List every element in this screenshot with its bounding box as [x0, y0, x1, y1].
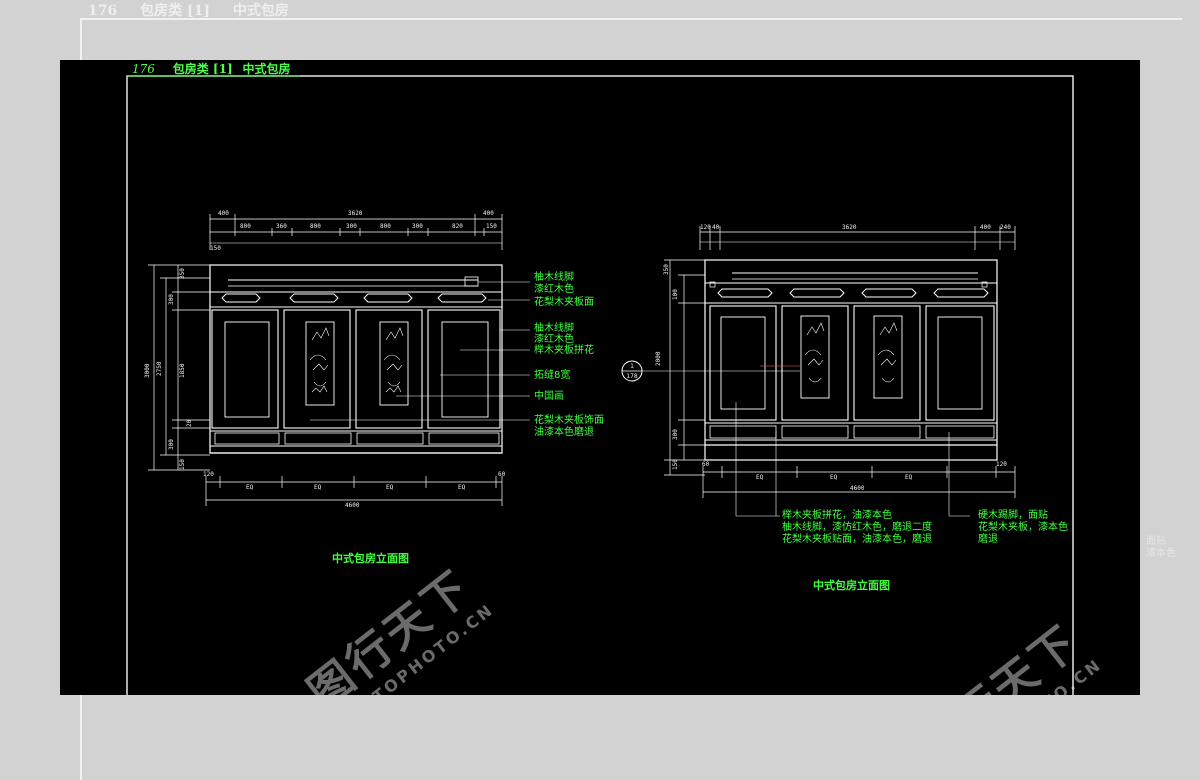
dim-text: 350 [663, 264, 670, 275]
left-elevation [148, 214, 530, 506]
dim-text: 150 [486, 223, 497, 230]
sheet-title: 中式包房 [242, 62, 291, 76]
dim-text: 300 [168, 294, 175, 305]
dim-text: EQ [905, 474, 913, 481]
elevation-drawings [126, 75, 1074, 695]
annotation-label: 柚木线脚 [534, 323, 574, 334]
dim-text: 100 [672, 289, 679, 300]
dim-text: 800 [310, 223, 321, 230]
left-elevation-caption: 中式包房立面图 [332, 552, 409, 565]
dim-text: 820 [452, 223, 463, 230]
ghost-category: 包房类 [1] [140, 3, 210, 19]
dim-text: 2750 [156, 361, 163, 376]
dim-text: 800 [380, 223, 391, 230]
sheet-header: 176 包房类 [1] 中式包房 [132, 60, 290, 77]
dim-text: 150 [672, 459, 679, 470]
page-number: 176 [132, 62, 155, 76]
dim-text: 300 [168, 439, 175, 450]
ghost-page-number: 176 [88, 3, 118, 19]
dim-text: 800 [240, 223, 251, 230]
dim-text: EQ [458, 484, 466, 491]
right-elevation-caption: 中式包房立面图 [813, 579, 890, 592]
annotation-label: 中国画 [534, 391, 564, 402]
annotation-label: 柚木线脚 [534, 272, 574, 283]
annotation-label: 漆红木色 [534, 334, 574, 345]
dim-text: 20 [186, 419, 193, 427]
dim-text: 120 [203, 471, 214, 478]
dim-text: 350 [179, 268, 186, 279]
material-note: 花梨木夹板，漆本色 [978, 522, 1068, 533]
material-note: 柚木线脚，漆仿红木色，磨退二度 [782, 522, 932, 533]
dim-text: 120 [996, 461, 1007, 468]
dim-text: 60 [498, 471, 506, 478]
dim-text: 60 [702, 461, 710, 468]
ghost-right-text: 面贴 漆本色 [1146, 536, 1176, 559]
dim-text: 300 [672, 429, 679, 440]
dim-text: 400 [980, 224, 991, 231]
dim-text: 120 [700, 224, 711, 231]
dim-text: 300 [346, 223, 357, 230]
dim-text: EQ [830, 474, 838, 481]
annotation-label: 榉木夹板拼花 [534, 345, 594, 356]
material-note: 硬木踢脚，面贴 [978, 510, 1048, 521]
dim-text: 360 [276, 223, 287, 230]
sheet-frame [126, 75, 1074, 695]
dim-text: EQ [756, 474, 764, 481]
dim-text: 400 [218, 210, 229, 217]
dim-text: 40 [712, 224, 720, 231]
dim-text: 240 [1000, 224, 1011, 231]
dim-text: 3620 [842, 224, 857, 231]
annotation-label: 花梨木夹板面 [534, 297, 594, 308]
annotation-label: 花梨木夹板饰面 [534, 415, 604, 426]
dim-text: 3000 [144, 363, 151, 378]
section-marker-number: 1 [630, 363, 634, 370]
ghost-header: 176 包房类 [1] 中式包房 [88, 0, 307, 20]
category: 包房类 [1] [172, 62, 233, 76]
annotation-label: 油漆本色磨退 [534, 427, 594, 438]
dim-text: EQ [386, 484, 394, 491]
annotation-label: 拓缝8宽 [534, 370, 571, 381]
dim-text: EQ [246, 484, 254, 491]
cad-drawing-canvas: 176 包房类 [1] 中式包房 [60, 60, 1140, 695]
dim-text: 2000 [655, 351, 662, 366]
dim-text: 3620 [348, 210, 363, 217]
right-elevation [621, 226, 1016, 517]
dim-text: 4600 [345, 502, 360, 509]
dim-text: 400 [483, 210, 494, 217]
material-note: 榉木夹板拼花，油漆本色 [782, 510, 892, 521]
dim-text: EQ [314, 484, 322, 491]
annotation-label: 漆红木色 [534, 284, 574, 295]
material-note: 花梨木夹板贴面，油漆本色，磨退 [782, 534, 932, 545]
material-note: 磨退 [978, 534, 998, 545]
dim-text: 1850 [179, 363, 186, 378]
dim-text: 300 [412, 223, 423, 230]
dim-text: 150 [210, 245, 221, 252]
ghost-title: 中式包房 [232, 3, 289, 19]
section-marker-sheet: 178 [626, 373, 638, 380]
dim-text: 4600 [850, 485, 865, 492]
dim-text: 150 [179, 459, 186, 470]
